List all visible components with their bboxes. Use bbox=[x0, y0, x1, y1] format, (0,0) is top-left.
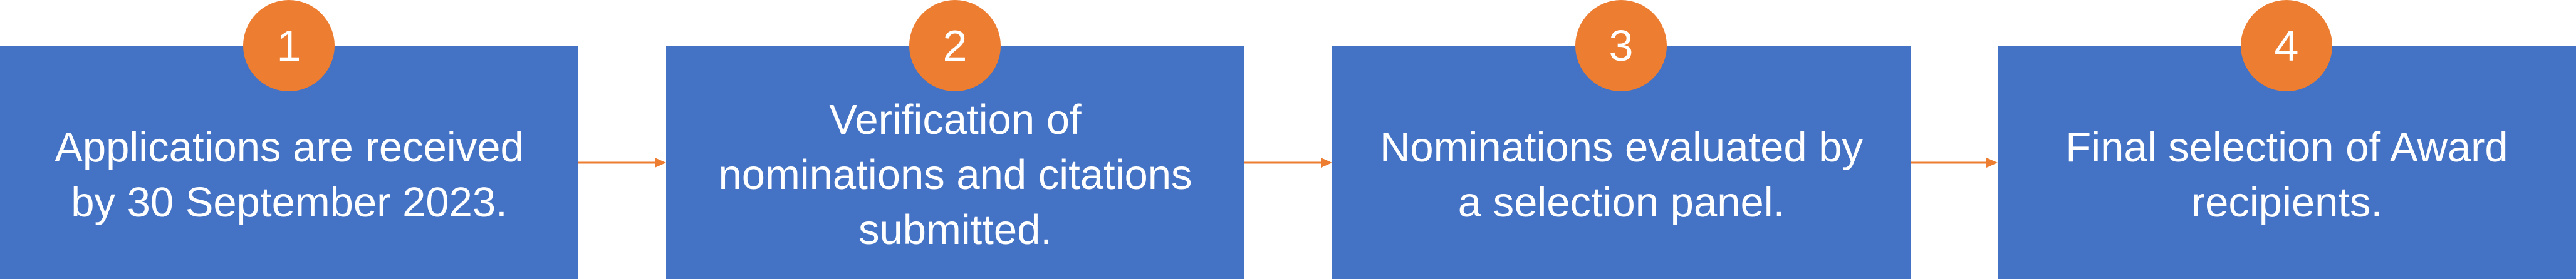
step-text-3: Nominations evaluated by a selection pan… bbox=[1380, 123, 1863, 226]
step-number-badge-2: 2 bbox=[909, 0, 1001, 91]
connector-arrow-3-4 bbox=[1911, 156, 1998, 169]
arrow-right-icon bbox=[578, 158, 666, 168]
arrow-right-icon bbox=[1911, 158, 1998, 168]
step-text-2: Verification of nominations and citation… bbox=[718, 96, 1192, 253]
arrow-right-icon bbox=[1244, 158, 1332, 168]
step-text-1: Applications are received by 30 Septembe… bbox=[55, 123, 524, 226]
connector-arrow-2-3 bbox=[1244, 156, 1332, 169]
step-number-badge-3: 3 bbox=[1575, 0, 1667, 91]
connector-arrow-1-2 bbox=[578, 156, 666, 169]
step-text-4: Final selection of Award recipients. bbox=[2065, 123, 2508, 226]
step-number-badge-4: 4 bbox=[2241, 0, 2332, 91]
step-number-badge-1: 1 bbox=[243, 0, 335, 91]
